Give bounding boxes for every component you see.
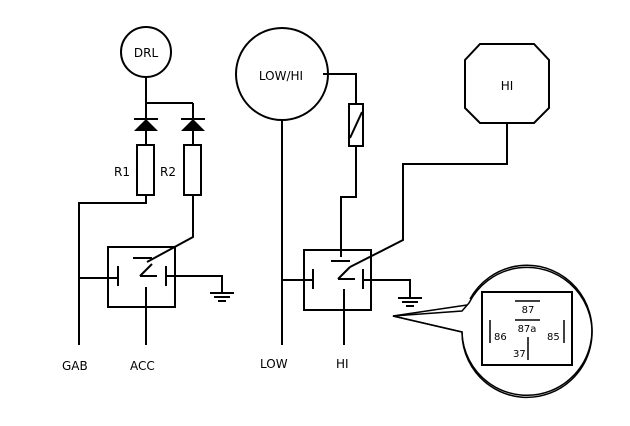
relay-2-switch-arm (337, 266, 351, 280)
pin-86-label: 86 (494, 332, 507, 343)
relay-1-switch-arm (139, 263, 153, 277)
relay-2 (303, 249, 372, 311)
fuse-to-relay-wire (340, 146, 357, 257)
diode-2 (181, 119, 205, 131)
hi-lamp-label: HI (501, 79, 514, 93)
low-hi-lamp-label: LOW/HI (259, 69, 303, 83)
diode-1 (134, 119, 158, 131)
resistor-r1 (136, 144, 155, 196)
drl-bus-wire (145, 77, 193, 104)
relay-1-ground-wire (166, 275, 223, 293)
hi-label: HI (336, 357, 349, 371)
callout-bubble (392, 266, 593, 399)
resistor-r2 (183, 144, 202, 196)
relay-pinout-callout: 87 87a 86 85 37 (392, 264, 593, 399)
ground-icon (210, 292, 234, 302)
acc-label: ACC (130, 359, 155, 373)
low-label: LOW (260, 357, 288, 371)
pin-37-label: 37 (513, 349, 526, 360)
pin-87-label: 87 (522, 305, 535, 316)
pinout-box (481, 291, 573, 366)
r1-to-gab-wire (78, 195, 147, 345)
pin-87a-label: 87a (518, 324, 537, 335)
hi-lamp-body (464, 43, 550, 124)
resistor-r2-label: R2 (160, 165, 176, 179)
pin-85-label: 85 (547, 332, 560, 343)
low-hi-circuit: LOW/HI LOW HI (235, 27, 508, 371)
callout-bubble-outline (392, 264, 593, 397)
hi-lamp: HI (464, 43, 550, 124)
hi-lamp-feed-wire (349, 123, 508, 268)
gab-label: GAB (62, 359, 88, 373)
drl-lamp-label: DRL (134, 46, 159, 60)
drl-circuit: DRL R1 R2 (62, 26, 234, 373)
resistor-r1-label: R1 (114, 165, 130, 179)
ground-icon (398, 297, 422, 307)
fuse-element (349, 111, 363, 139)
relay-2-ground-wire (363, 279, 411, 298)
fuse-feed-wire (323, 73, 357, 104)
r2-to-relay-wire (146, 195, 194, 263)
